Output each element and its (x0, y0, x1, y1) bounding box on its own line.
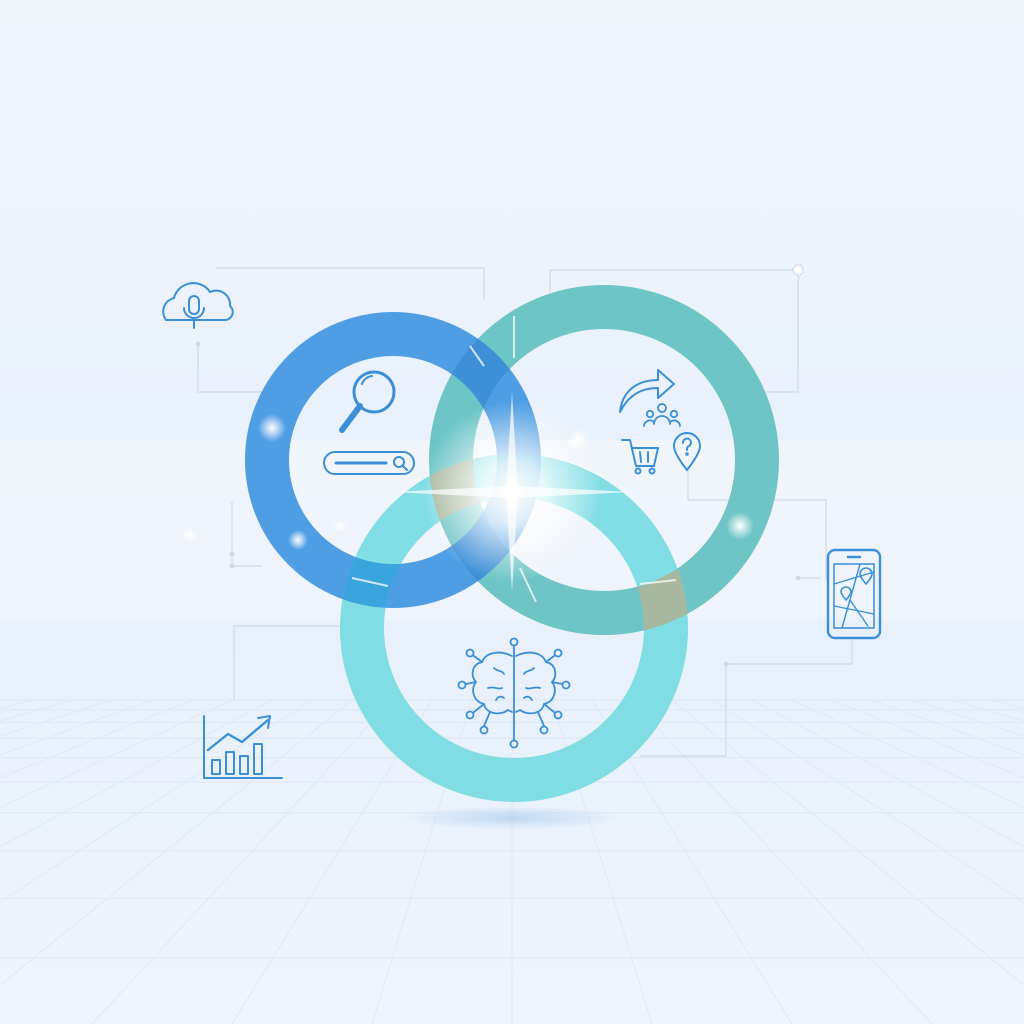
location-question-icon (673, 432, 701, 471)
shopping-cart-icon (621, 439, 659, 475)
icons (162, 282, 882, 779)
divider (639, 579, 677, 585)
spark (566, 428, 590, 452)
light-ray (392, 486, 632, 498)
spark (288, 530, 308, 550)
growth-chart-icon (203, 715, 283, 779)
divider (469, 345, 485, 367)
center-light-burst (182, 392, 754, 592)
spark (333, 519, 347, 533)
mobile-map-icon (826, 548, 882, 640)
spark (182, 528, 198, 544)
share-arrow-icon (619, 369, 675, 413)
cloud-microphone-icon (162, 282, 234, 329)
search-bar-icon (323, 451, 415, 475)
users-icon (643, 403, 681, 427)
spark (726, 512, 754, 540)
spark (258, 414, 286, 442)
brain-network-icon (457, 637, 571, 749)
magnifier-icon (339, 370, 396, 433)
divider (351, 577, 389, 587)
